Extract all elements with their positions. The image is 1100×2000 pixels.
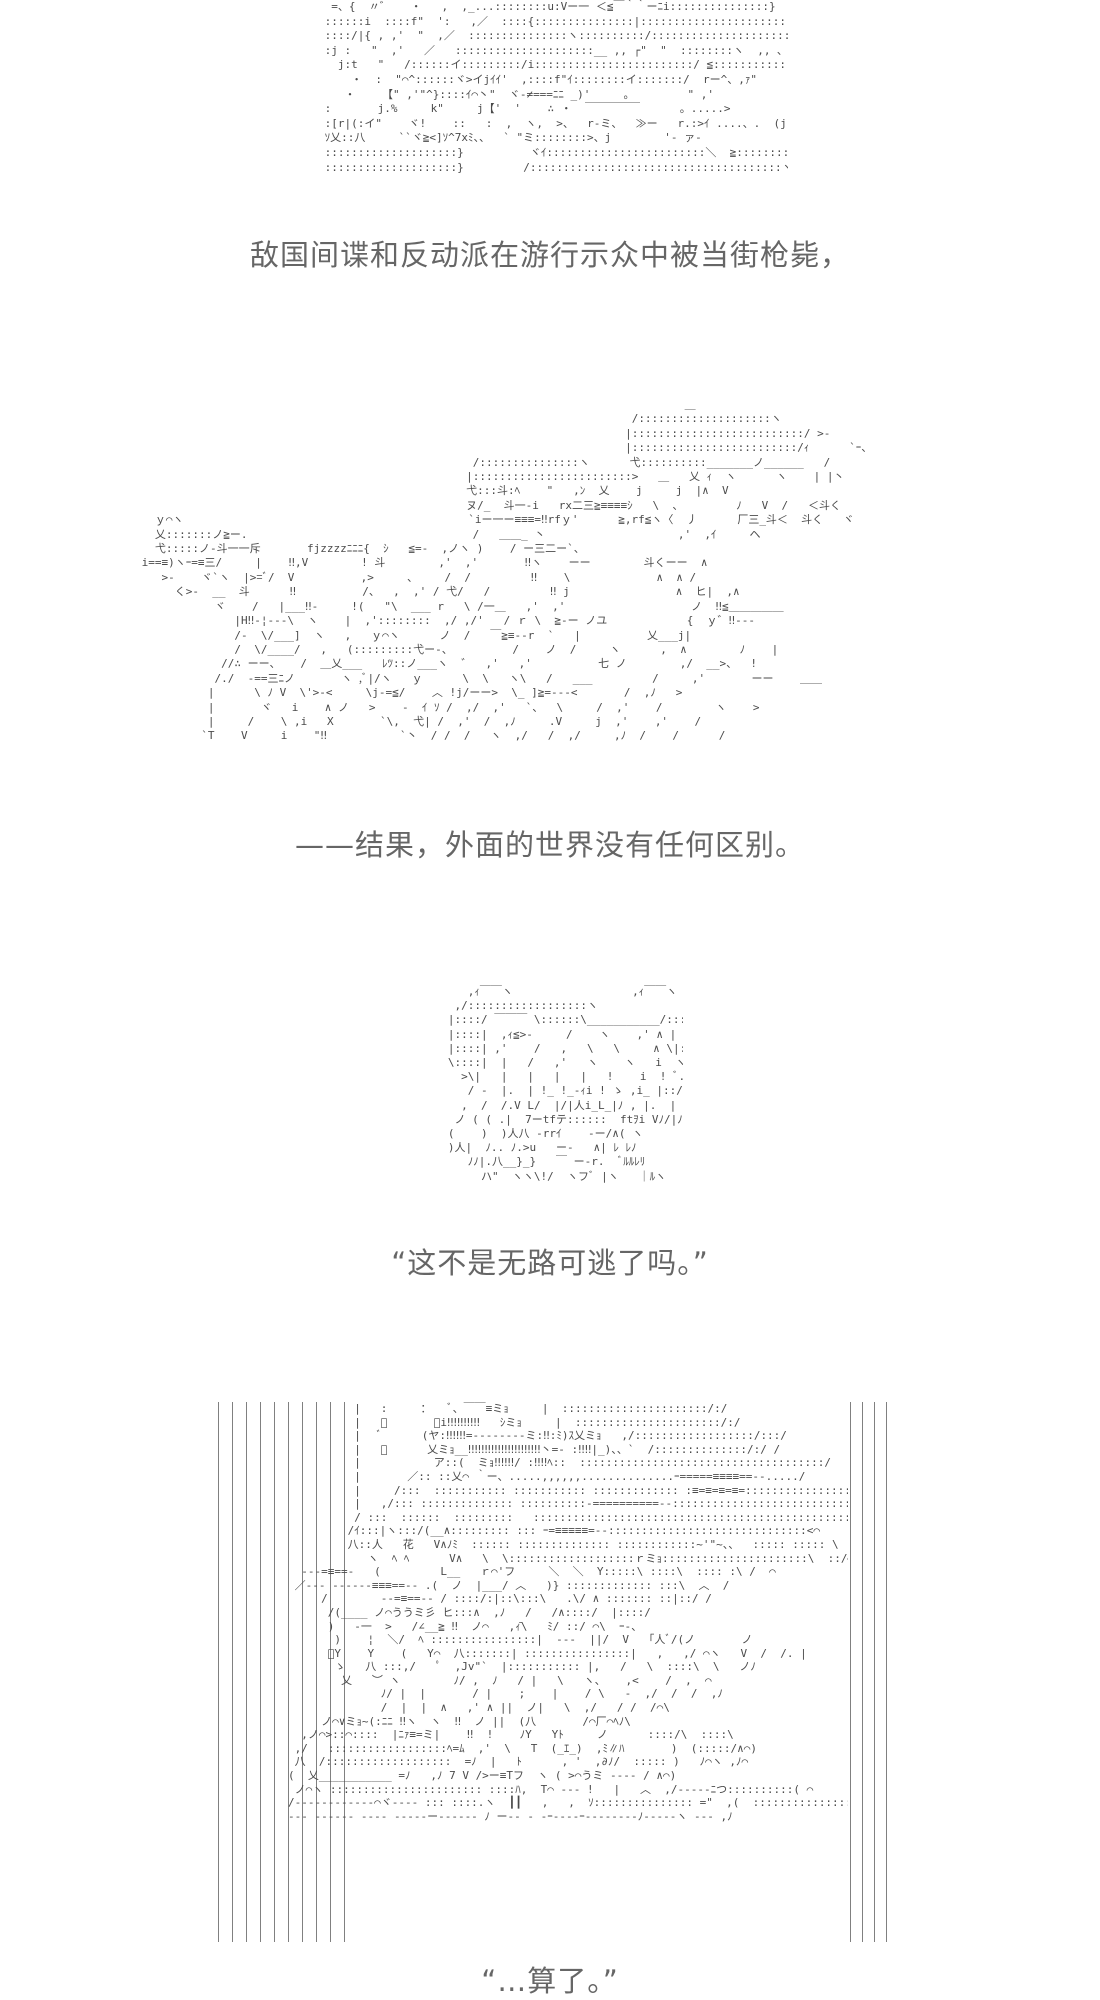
caption-no-escape: “这不是无路可逃了吗。” [391,1246,709,1280]
ascii-art-girl-face: ,ｨ￣￣ヽ ,ｨ￣￣ヽ ,/::::::::::::::::::ヽ /:::::… [447,985,683,1183]
vertical-lines-left [218,1402,348,1942]
ascii-art-crowd-scene: =、{ 〃゛ ・ , ,_...::::::::u:Vー一 ＜≦￣｀｀ーﾆi::… [324,0,788,174]
ascii-art-girl-sitting: | : ： ﾞ、￣￣≡ミｮ | ::::::::::::::::::::::/:… [288,1402,848,1823]
vertical-lines-right [850,1402,890,1942]
ascii-art-frame: | : ： ﾞ、￣￣≡ミｮ | ::::::::::::::::::::::/:… [218,1402,890,1942]
caption-forget-it: “…算了。” [481,1964,619,1998]
ascii-art-soldiers: ＿ /::::::::::::::::::::ヽ |::::::::::::::… [141,398,873,743]
caption-execution: 敌国间谍和反动派在游行示众中被当街枪毙， [249,238,850,272]
caption-no-difference: ——结果，外面的世界没有任何区别。 [294,828,805,862]
